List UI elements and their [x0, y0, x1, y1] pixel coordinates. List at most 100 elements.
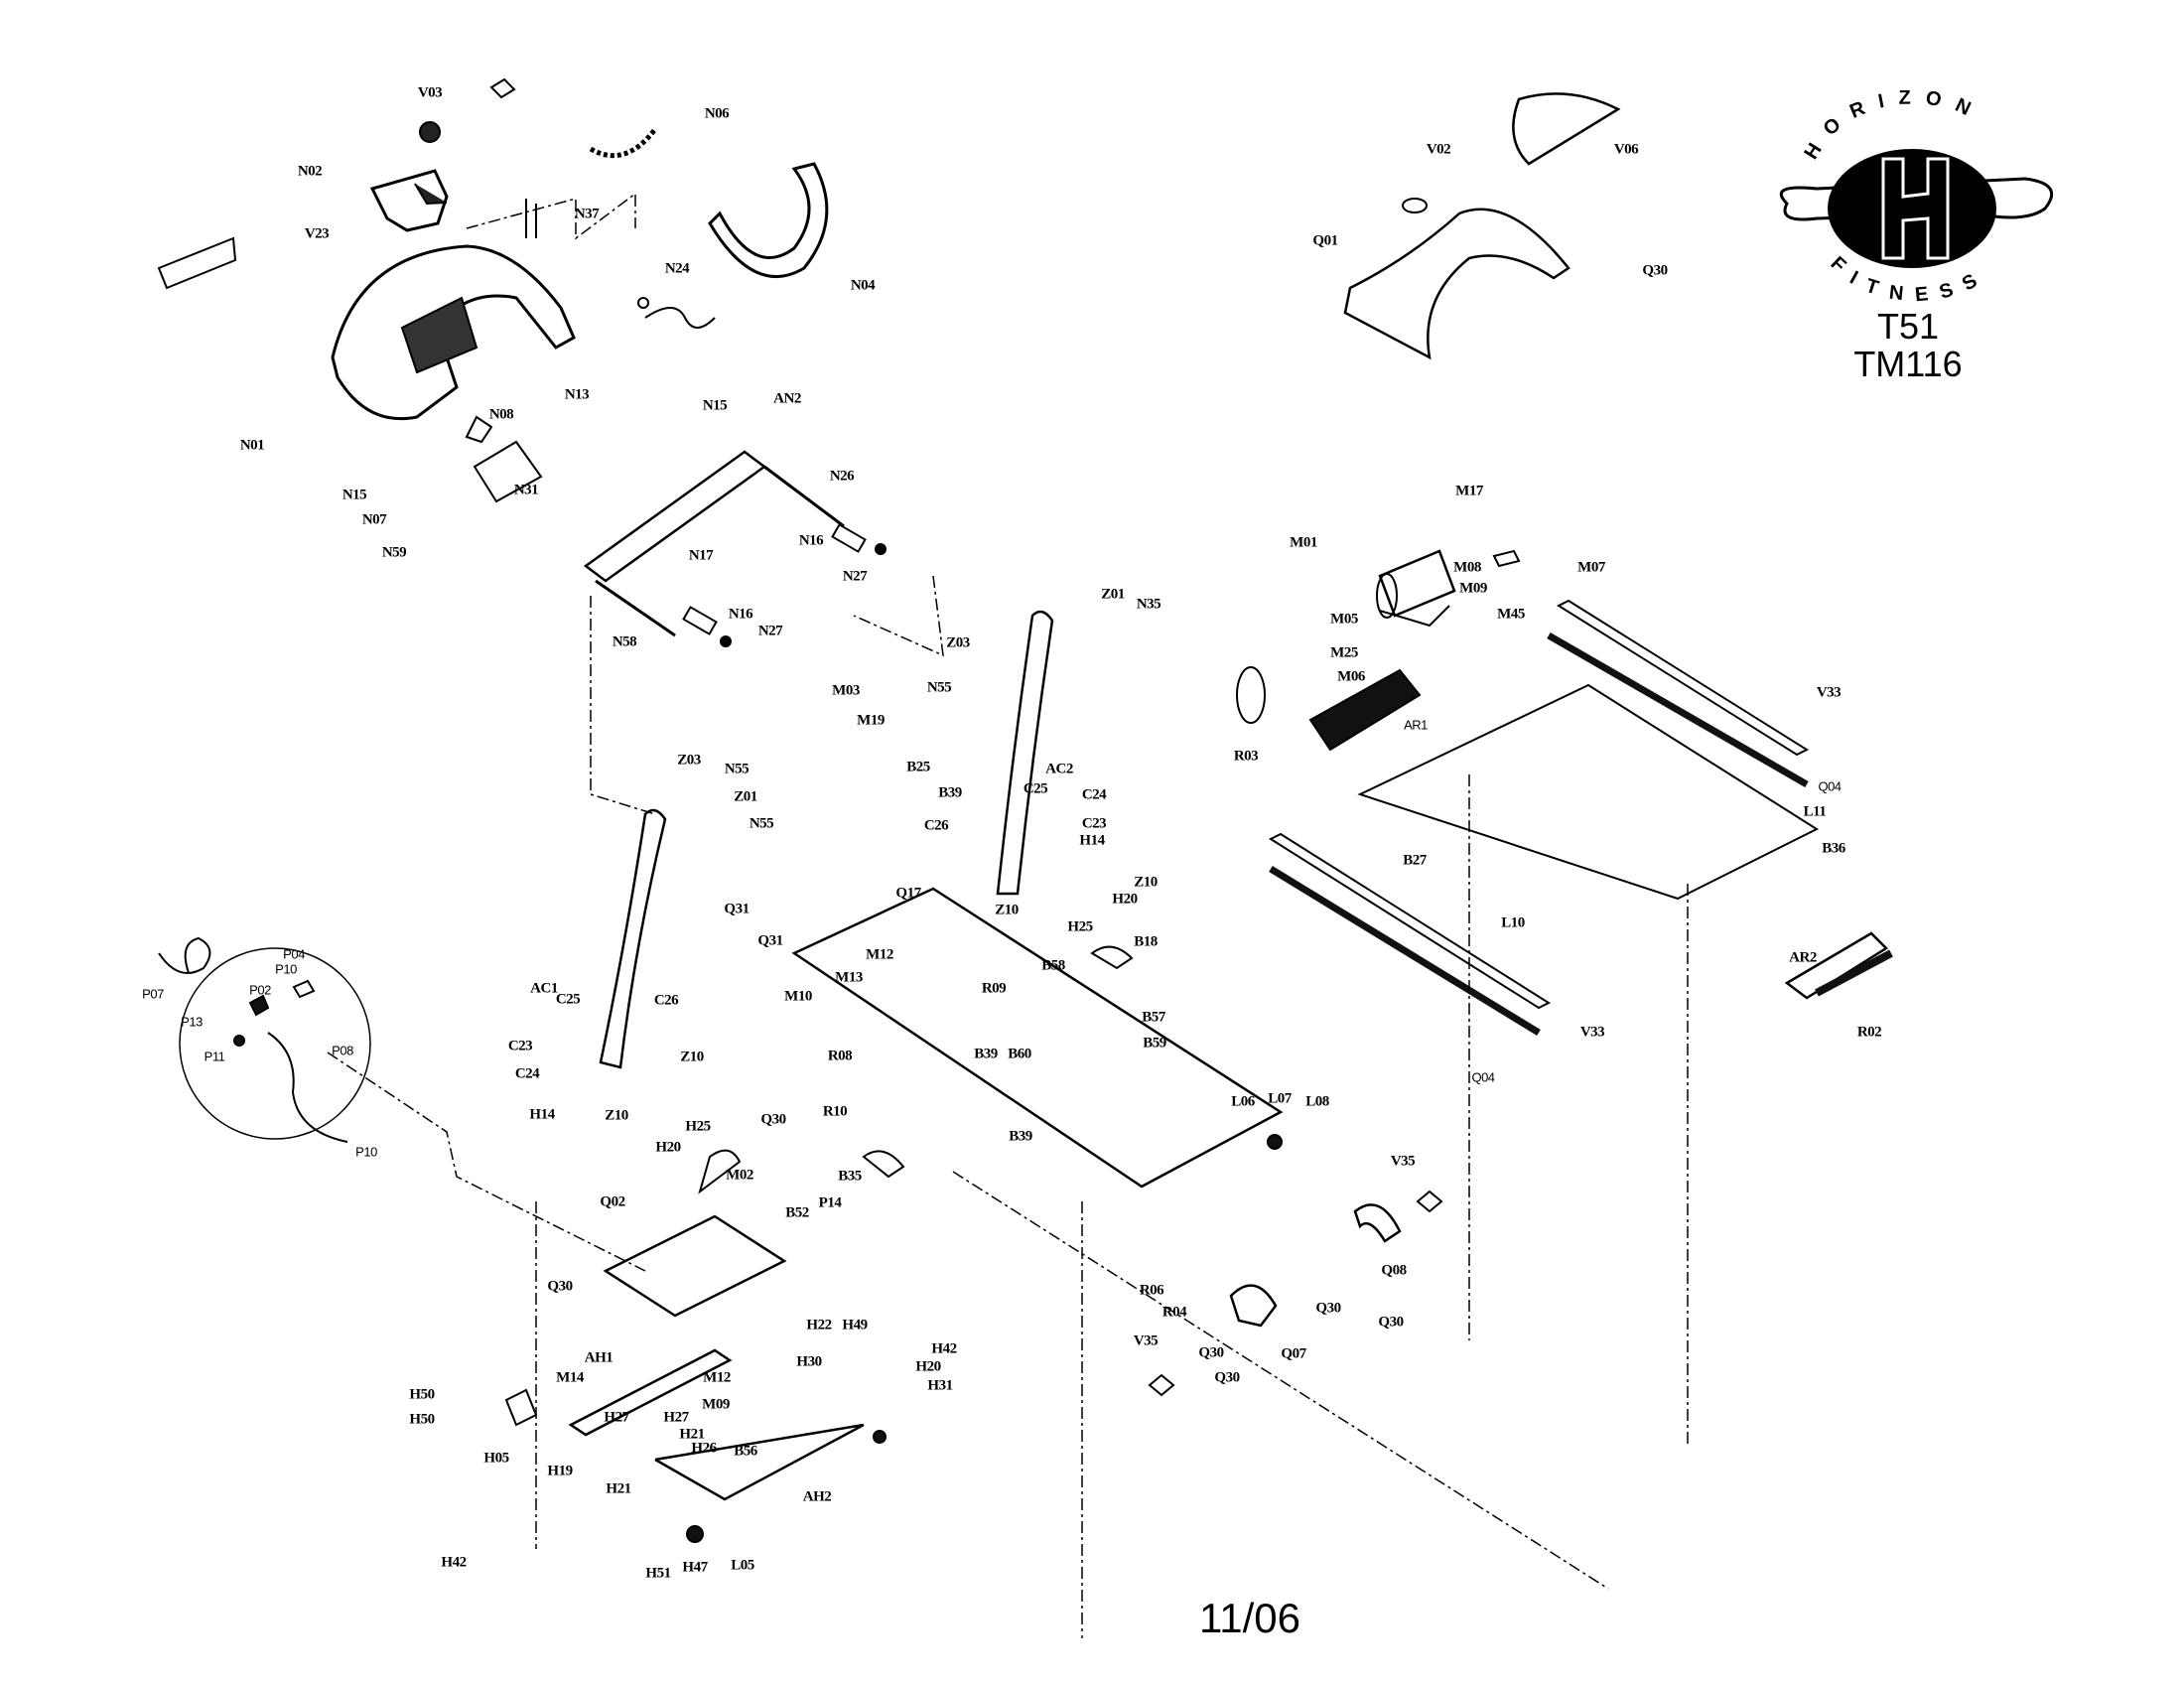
main-frame [791, 887, 1284, 1189]
part-label-c24: C24 [1081, 786, 1107, 803]
part-label-h50: H50 [409, 1411, 435, 1428]
part-label-m05: M05 [1330, 611, 1358, 628]
part-label-m13: M13 [835, 969, 863, 986]
decal-v35-left [1148, 1373, 1175, 1397]
part-label-m17: M17 [1455, 483, 1483, 499]
part-label-h21: H21 [679, 1426, 705, 1443]
part-label-m45: M45 [1497, 606, 1525, 623]
part-label-v33: V33 [1816, 684, 1842, 701]
rear-roller-ar2 [1784, 931, 1888, 1000]
part-label-l07: L07 [1268, 1090, 1292, 1107]
switch-p02 [248, 994, 270, 1017]
part-label-p02: P02 [249, 982, 271, 998]
part-label-n59: N59 [381, 544, 407, 561]
part-label-m12: M12 [866, 946, 893, 963]
rear-roller-cover-r02 [1815, 949, 1893, 997]
part-label-n37: N37 [574, 206, 600, 222]
motor-hood [1343, 92, 1621, 360]
part-label-n24: N24 [664, 260, 690, 277]
rail-q04-top [1547, 632, 1809, 788]
bracket-m07 [1492, 549, 1521, 568]
guide-line [327, 1052, 646, 1272]
logo-h-glyph [1881, 157, 1950, 260]
part-label-b25: B25 [906, 759, 930, 775]
part-label-m02: M02 [726, 1167, 753, 1184]
part-label-q04: Q04 [1818, 778, 1842, 794]
part-label-n07: N07 [361, 511, 387, 528]
revision-date: 11/06 [1199, 1595, 1300, 1641]
part-label-n04: N04 [850, 277, 876, 294]
part-label-r04: R04 [1161, 1304, 1187, 1321]
part-label-v03: V03 [417, 84, 443, 101]
part-label-r09: R09 [981, 980, 1007, 997]
part-label-n55: N55 [724, 761, 750, 777]
end-cap-q08 [1353, 1203, 1402, 1243]
part-label-r10: R10 [822, 1103, 848, 1120]
part-label-q30: Q30 [1198, 1344, 1224, 1361]
part-label-h20: H20 [915, 1358, 941, 1375]
motor-hood-q01 [1343, 208, 1570, 360]
part-label-n26: N26 [829, 468, 855, 485]
part-label-n06: N06 [704, 105, 730, 122]
part-label-p10: P10 [275, 961, 297, 977]
wheel-l06 [1267, 1134, 1283, 1150]
part-label-p11: P11 [204, 1049, 225, 1064]
part-label-n27: N27 [757, 623, 783, 639]
part-label-q30: Q30 [760, 1111, 786, 1128]
overlay-v23 [157, 236, 237, 290]
mount-m05 [1379, 605, 1450, 628]
part-label-n13: N13 [564, 386, 590, 403]
part-label-m19: M19 [857, 712, 885, 729]
part-label-c23: C23 [507, 1038, 533, 1054]
part-label-r08: R08 [827, 1048, 853, 1064]
part-label-p14: P14 [818, 1194, 842, 1211]
part-label-m25: M25 [1330, 644, 1358, 661]
part-label-c25: C25 [555, 991, 581, 1008]
base-frame [791, 887, 1443, 1397]
part-label-z03: Z03 [677, 752, 701, 769]
part-label-v06: V06 [1613, 141, 1639, 158]
front-roller-ar1 [1308, 668, 1422, 752]
guide-line [853, 575, 944, 657]
part-label-n55: N55 [926, 679, 952, 696]
part-label-z01: Z01 [734, 788, 757, 805]
part-label-z03: Z03 [946, 634, 970, 651]
part-label-m12: M12 [703, 1369, 731, 1386]
decal-square [489, 77, 516, 99]
part-label-ar2: AR2 [1789, 949, 1817, 966]
guide-line [590, 596, 656, 815]
part-label-c23: C23 [1081, 815, 1107, 832]
part-label-b52: B52 [785, 1204, 809, 1221]
part-label-h51: H51 [645, 1565, 671, 1582]
upright-ac1 [599, 808, 667, 1069]
motor-m01 [1378, 549, 1456, 618]
end-cap-n27-left [720, 635, 732, 647]
part-b18-left [862, 1150, 905, 1179]
part-label-h14: H14 [1079, 832, 1105, 849]
part-label-q30: Q30 [547, 1278, 573, 1295]
part-label-l05: L05 [731, 1557, 754, 1574]
part-label-p13: P13 [181, 1014, 203, 1030]
part-label-p10: P10 [355, 1144, 377, 1160]
part-label-n15: N15 [702, 397, 728, 414]
pulley-r03 [1236, 666, 1266, 724]
part-label-h50: H50 [409, 1386, 435, 1403]
part-label-n08: N08 [488, 406, 514, 423]
part-label-n58: N58 [612, 633, 637, 650]
part-label-h20: H20 [1112, 891, 1138, 908]
part-label-q30: Q30 [1642, 262, 1668, 279]
part-label-b57: B57 [1142, 1009, 1165, 1026]
part-label-h42: H42 [931, 1340, 957, 1357]
wire-p10 [267, 1032, 348, 1143]
part-label-h30: H30 [796, 1353, 822, 1370]
part-label-z10: Z10 [605, 1107, 628, 1124]
part-label-z10: Z10 [680, 1049, 704, 1065]
motor-assembly [1236, 549, 1521, 752]
part-label-m09: M09 [1459, 580, 1487, 597]
part-label-b35: B35 [838, 1168, 862, 1185]
part-label-h22: H22 [806, 1317, 832, 1333]
cover-q02 [603, 1214, 787, 1318]
decal-v02 [1402, 198, 1428, 213]
